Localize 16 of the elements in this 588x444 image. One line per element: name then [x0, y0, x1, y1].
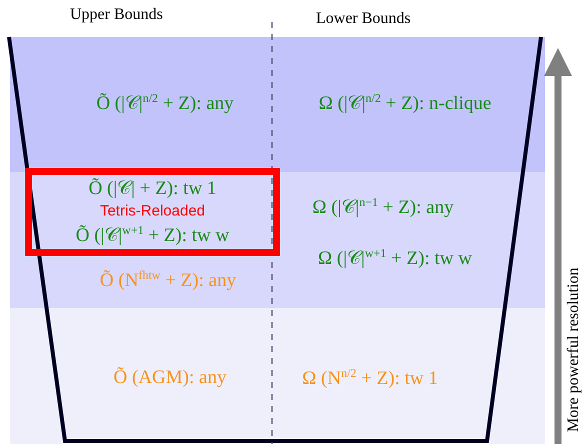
bound-formula: Õ (|𝒞| + Z): tw 1: [88, 178, 216, 200]
resolution-band: [10, 308, 545, 444]
bound-formula: Ω (N$^{n/2}$ + Z): tw 1: [302, 366, 438, 390]
bound-formula: Õ (|𝒞|$^{n/2}$ + Z): any: [96, 90, 234, 116]
bound-formula: Õ (N$^{fhtw}$ + Z): any: [100, 268, 236, 292]
highlight-frame: [25, 168, 280, 256]
bound-formula: Ω (|𝒞|$^{n−1}$ + Z): any: [312, 194, 454, 220]
column-heading: Upper Bounds: [70, 6, 163, 24]
bound-formula: Õ (|𝒞|$^{w+1}$ + Z): tw w: [76, 222, 230, 248]
bound-formula: Õ (AGM): any: [114, 367, 226, 389]
bound-formula: Ω (|𝒞|$^{n/2}$ + Z): n-clique: [318, 90, 492, 116]
axis-label: More powerful resolution: [565, 268, 583, 432]
algorithm-name: Tetris-Reloaded: [100, 202, 206, 220]
resolution-band: [10, 37, 545, 172]
column-heading: Lower Bounds: [316, 10, 411, 28]
bound-formula: Ω (|𝒞|$^{w+1}$ + Z): tw w: [318, 246, 472, 270]
